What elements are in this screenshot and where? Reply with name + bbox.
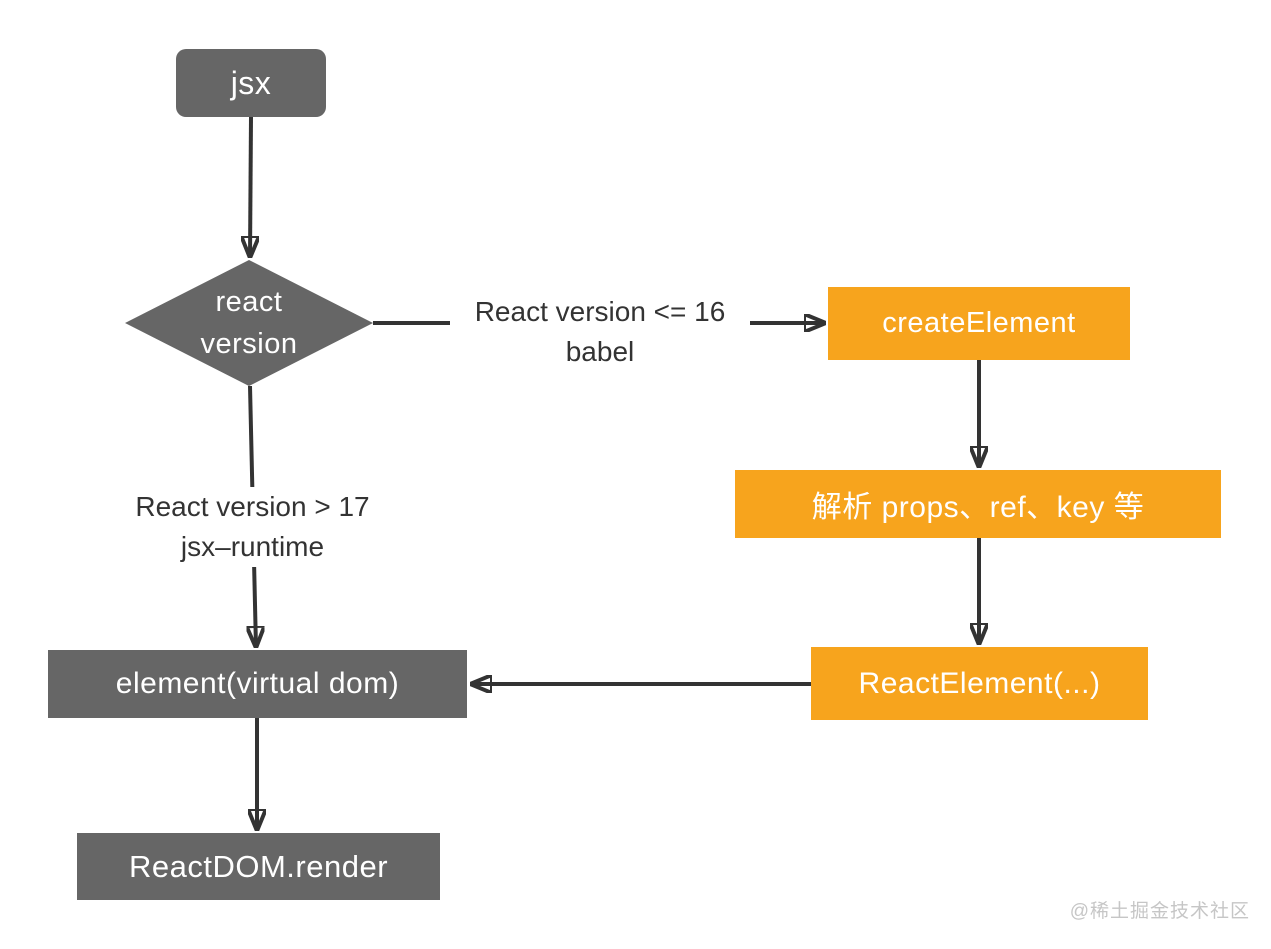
node-jsx: jsx [176, 49, 326, 117]
node-parse-props-label: 解析 props、ref、key 等 [811, 491, 1145, 524]
node-react-version-label-line1: react [215, 286, 283, 318]
edge-label-babel: React version <= 16 babel [450, 292, 750, 372]
edge-label-jsx-runtime: React version > 17 jsx–runtime [105, 487, 400, 567]
edge-label-babel-line1: React version <= 16 [474, 296, 726, 327]
node-create-element: createElement [828, 287, 1130, 360]
node-reactdom-render-label: ReactDOM.render [128, 848, 389, 884]
node-react-element: ReactElement(...) [811, 647, 1148, 720]
watermark-juejin-community: @稀土掘金技术社区 [1069, 901, 1250, 922]
node-reactdom-render: ReactDOM.render [77, 833, 440, 900]
edge-label-babel-line2: babel [565, 336, 635, 367]
node-parse-props: 解析 props、ref、key 等 [735, 470, 1221, 538]
node-element-virtual-dom-label: element(virtual dom) [115, 667, 400, 700]
node-react-version-label-line2: version [200, 328, 298, 360]
edge-label-jsx-runtime-line2: jsx–runtime [180, 531, 325, 562]
node-jsx-label: jsx [230, 64, 272, 101]
arrow-jsx-to-react-version [250, 116, 251, 258]
node-create-element-label: createElement [882, 307, 1076, 339]
node-element-virtual-dom: element(virtual dom) [48, 650, 467, 718]
edge-label-jsx-runtime-line1: React version > 17 [135, 491, 370, 522]
node-react-element-label: ReactElement(...) [858, 666, 1101, 700]
